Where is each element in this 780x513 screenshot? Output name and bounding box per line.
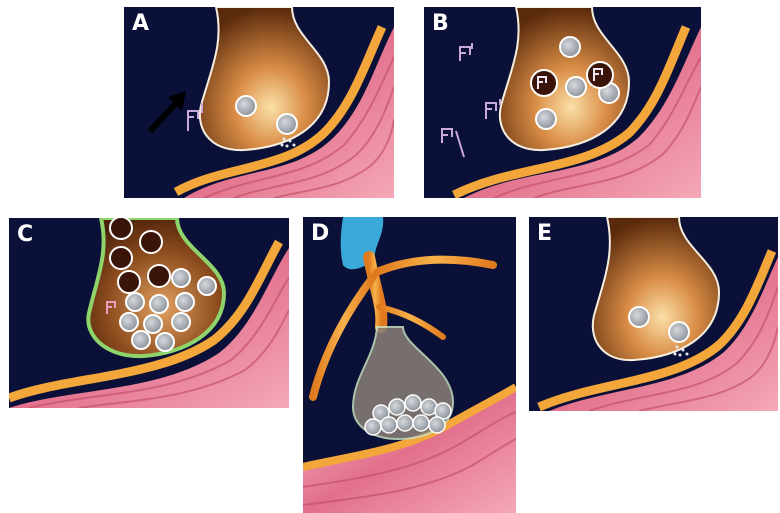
panel-e-illustration (529, 217, 778, 411)
schwann-cell (341, 217, 384, 269)
synaptic-vesicle (629, 307, 649, 327)
panel-c-illustration (9, 218, 289, 408)
synaptic-vesicle (536, 109, 556, 129)
synaptic-vesicle (277, 114, 297, 134)
panel-label: A (132, 13, 149, 35)
synaptic-vesicle (560, 37, 580, 57)
panel-a-illustration (124, 7, 394, 198)
panel-label: C (17, 224, 33, 246)
presynaptic-terminal (200, 7, 329, 150)
synaptic-vesicle (236, 96, 256, 116)
panel-b-illustration (424, 7, 701, 198)
panel-label: E (537, 223, 552, 245)
panel-e: E (529, 217, 778, 411)
panel-b: B (424, 7, 701, 198)
panel-a: A (124, 7, 394, 198)
toxin-molecule-icon (442, 43, 500, 157)
panel-c: C (9, 218, 289, 408)
panel-d-illustration (303, 217, 516, 513)
panel-d: D (303, 217, 516, 513)
panel-label: B (432, 13, 449, 35)
synaptic-vesicle (566, 77, 586, 97)
panel-label: D (311, 223, 329, 245)
synaptic-vesicle (669, 322, 689, 342)
presynaptic-terminal (593, 217, 719, 360)
